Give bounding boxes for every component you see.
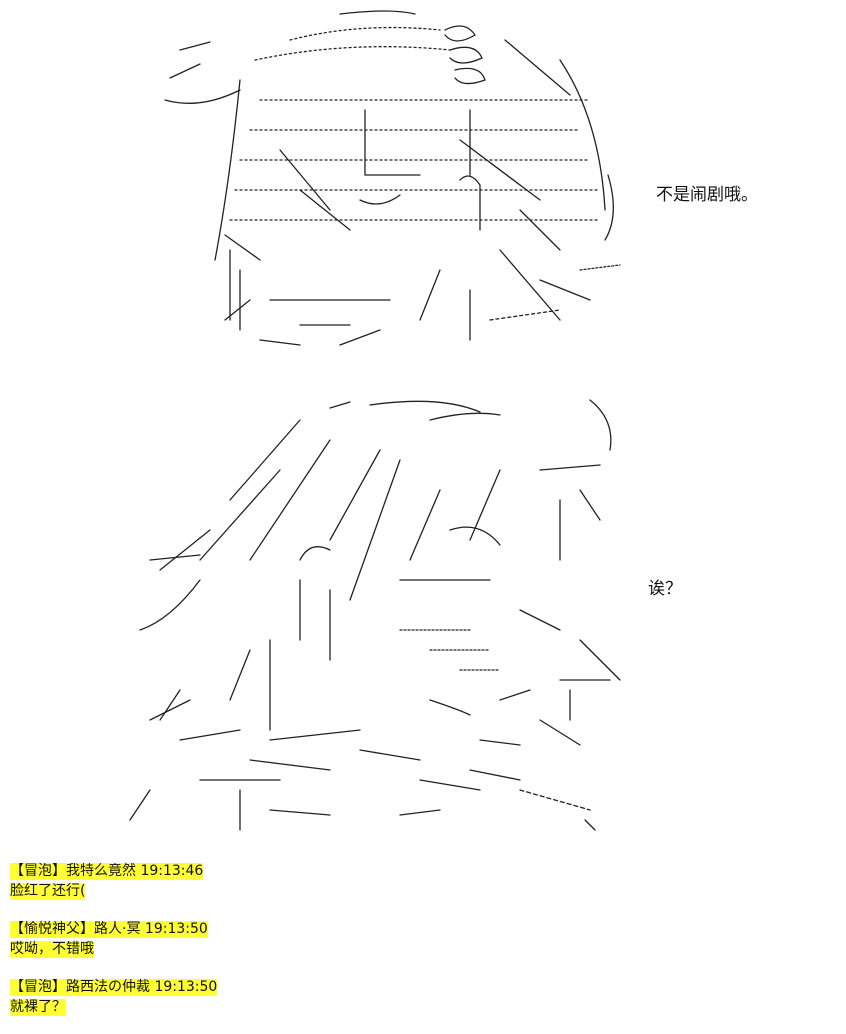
ascii-art-illustration: [129, 10, 621, 831]
chat-user: 【冒泡】路西法の仲裁: [10, 979, 150, 995]
chat-time: 19:13:50: [154, 979, 218, 995]
chat-message: 【冒泡】我特么竟然 19:13:46 脸红了还行(: [10, 860, 830, 900]
chat-text: 就裸了？: [10, 999, 66, 1016]
chat-user: 【冒泡】我特么竟然: [10, 863, 136, 879]
dialog-line-1: 不是闹剧哦。: [656, 185, 758, 205]
chat-message: 【冒泡】路西法の仲裁 19:13:50 就裸了？: [10, 976, 830, 1016]
chat-text: 脸红了还行(: [10, 883, 86, 900]
chat-header: 【冒泡】我特么竟然 19:13:46: [10, 863, 204, 880]
chat-user: 【愉悦神父】路人·冥: [10, 921, 141, 937]
lower-figure-art: [129, 399, 621, 831]
chat-log: 【冒泡】我特么竟然 19:13:46 脸红了还行( 【愉悦神父】路人·冥 19:…: [10, 860, 830, 1034]
chat-header: 【冒泡】路西法の仲裁 19:13:50: [10, 979, 218, 996]
dialog-line-2: 诶？: [648, 579, 682, 599]
chat-time: 19:13:46: [140, 863, 204, 879]
chat-header: 【愉悦神父】路人·冥 19:13:50: [10, 921, 208, 938]
chat-message: 【愉悦神父】路人·冥 19:13:50 哎呦，不错哦: [10, 918, 830, 958]
chat-text: 哎呦，不错哦: [10, 941, 94, 958]
upper-figure-art: [164, 10, 621, 346]
chat-time: 19:13:50: [144, 921, 208, 937]
